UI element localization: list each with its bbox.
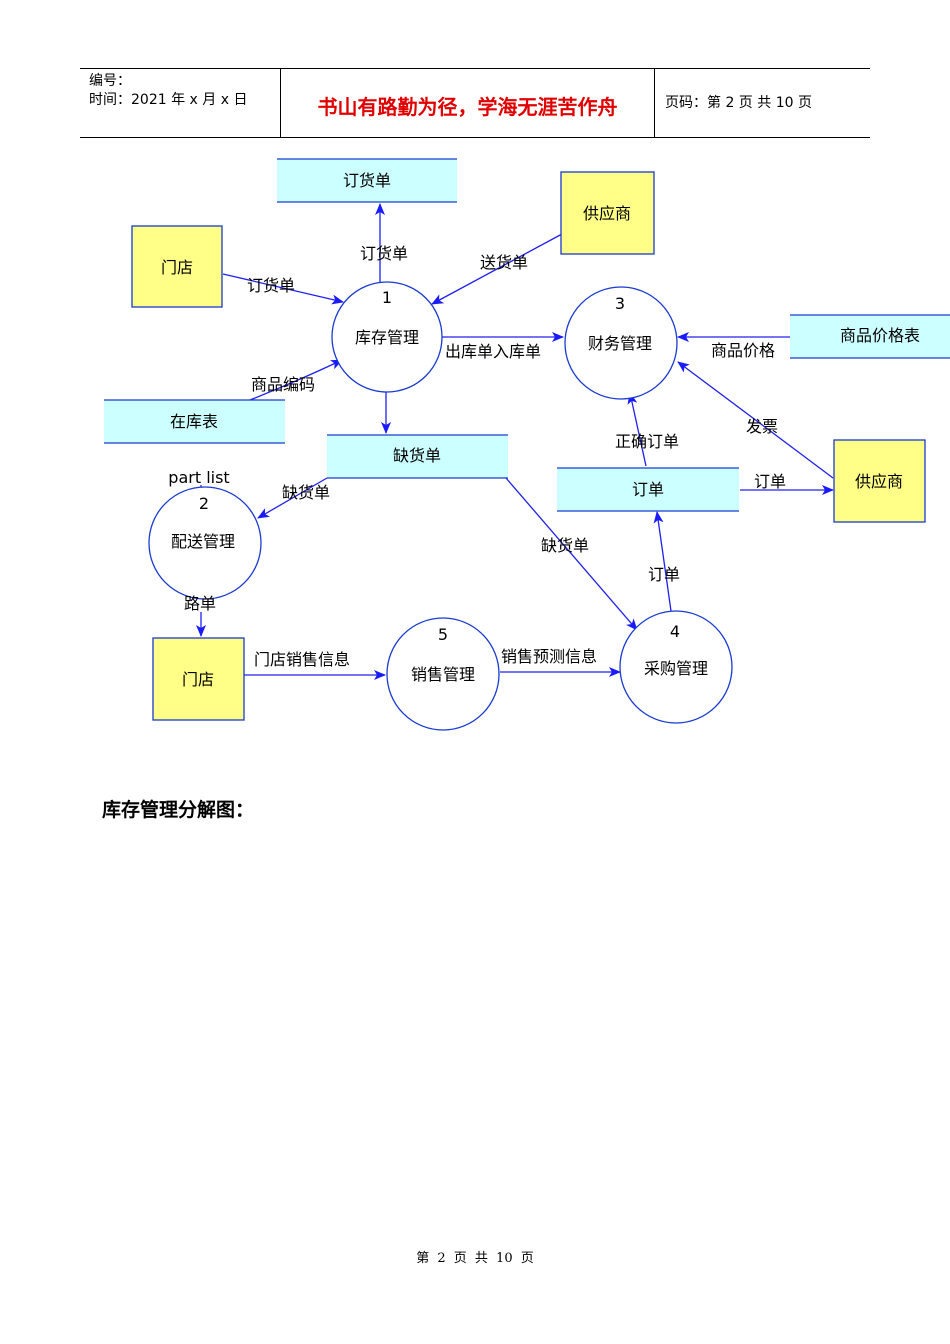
flow-label-correct-order: 正确订单 — [615, 432, 679, 451]
flow-line-invoice — [677, 361, 834, 479]
process-delivery-number: 2 — [199, 494, 209, 513]
entity-store-top: 门店 — [131, 225, 223, 308]
entity-store-top-label: 门店 — [161, 258, 193, 277]
process-delivery-name: 配送管理 — [171, 532, 235, 551]
flow-label-price: 商品价格 — [711, 341, 775, 360]
process-sales-number: 5 — [438, 625, 448, 644]
entity-supplier-right: 供应商 — [833, 439, 926, 523]
page-header: 编号： 时间：2021 年 x 月 x 日 书山有路勤为径，学海无涯苦作舟 页码… — [80, 68, 870, 138]
flow-label-order-up: 订货单 — [360, 244, 408, 263]
flow-line-product-code — [249, 359, 343, 401]
flow-line-correct-order — [627, 392, 647, 467]
flow-label-part-list: part list — [168, 468, 229, 487]
flow-label-shortage-delivery: 缺货单 — [282, 483, 330, 502]
process-inventory-number: 1 — [382, 288, 392, 307]
store-price-table: 商品价格表 — [790, 314, 950, 359]
entity-supplier-top-label: 供应商 — [583, 204, 631, 223]
store-shortage: 缺货单 — [327, 434, 508, 479]
section-title: 库存管理分解图： — [102, 799, 255, 821]
flow-label-store-sales: 门店销售信息 — [254, 650, 350, 669]
store-shortage-label: 缺货单 — [393, 446, 441, 465]
flow-label-delivery-note: 送货单 — [480, 253, 528, 272]
store-price-table-label: 商品价格表 — [840, 326, 920, 345]
store-in-stock-label: 在库表 — [170, 412, 218, 431]
motto-text: 书山有路勤为径，学海无涯苦作舟 — [317, 95, 618, 119]
store-order-form: 订货单 — [277, 158, 457, 203]
flow-line-order-up-purchase — [653, 511, 673, 619]
page-info: 页码：第 2 页 共 10 页 — [665, 95, 812, 111]
flow-line-shortage-purchase — [505, 477, 638, 631]
page-footer: 第 2 页 共 10 页 — [416, 1251, 534, 1266]
flow-labels: 订货单 订货单 送货单 出库单入库单 商品价格 商品编码 part list 缺… — [168, 244, 786, 669]
flow-label-forecast: 销售预测信息 — [501, 647, 597, 666]
time-label: 时间：2021 年 x 月 x 日 — [89, 92, 248, 108]
process-purchase: 4 采购管理 — [619, 610, 733, 724]
flow-label-shortage-purchase: 缺货单 — [541, 536, 589, 555]
flow-label-store-order: 订货单 — [247, 276, 295, 295]
entity-store-bottom-label: 门店 — [182, 670, 214, 689]
flow-line-delivery-note — [431, 233, 563, 305]
flow-label-product-code: 商品编码 — [251, 375, 315, 394]
store-purchase-order: 订单 — [557, 467, 739, 512]
data-flow-diagram: 订货单 在库表 缺货单 订单 商品价格表 门店 供应商 供应商 门店 — [104, 158, 950, 731]
process-purchase-number: 4 — [670, 622, 680, 641]
flow-label-order-up-purchase: 订单 — [648, 565, 680, 584]
store-order-form-label: 订货单 — [343, 171, 391, 190]
process-inventory: 1 库存管理 — [331, 281, 443, 393]
flow-label-order-supplier: 订单 — [754, 472, 786, 491]
flow-label-invoice: 发票 — [746, 417, 778, 436]
process-sales: 5 销售管理 — [386, 617, 500, 731]
number-label: 编号： — [89, 73, 131, 89]
process-sales-name: 销售管理 — [411, 665, 475, 684]
process-inventory-name: 库存管理 — [355, 328, 419, 347]
header-left-cell: 编号： 时间：2021 年 x 月 x 日 — [80, 69, 281, 137]
flow-line-store-order — [222, 273, 344, 305]
store-in-stock: 在库表 — [104, 399, 285, 444]
process-purchase-name: 采购管理 — [644, 659, 708, 678]
entity-store-bottom: 门店 — [152, 637, 245, 721]
process-finance: 3 财务管理 — [564, 286, 678, 400]
process-finance-name: 财务管理 — [588, 334, 652, 353]
store-purchase-order-label: 订单 — [632, 480, 664, 499]
header-motto-cell: 书山有路勤为径，学海无涯苦作舟 — [281, 69, 655, 137]
process-finance-number: 3 — [615, 294, 625, 313]
flow-label-route: 路单 — [184, 594, 216, 613]
entity-supplier-right-label: 供应商 — [855, 472, 903, 491]
flow-label-in-out: 出库单入库单 — [445, 342, 541, 361]
process-delivery: 2 配送管理 — [148, 486, 262, 600]
entity-supplier-top: 供应商 — [560, 171, 655, 255]
flow-line-shortage-delivery — [257, 477, 328, 519]
header-page-cell: 页码：第 2 页 共 10 页 — [655, 69, 870, 137]
